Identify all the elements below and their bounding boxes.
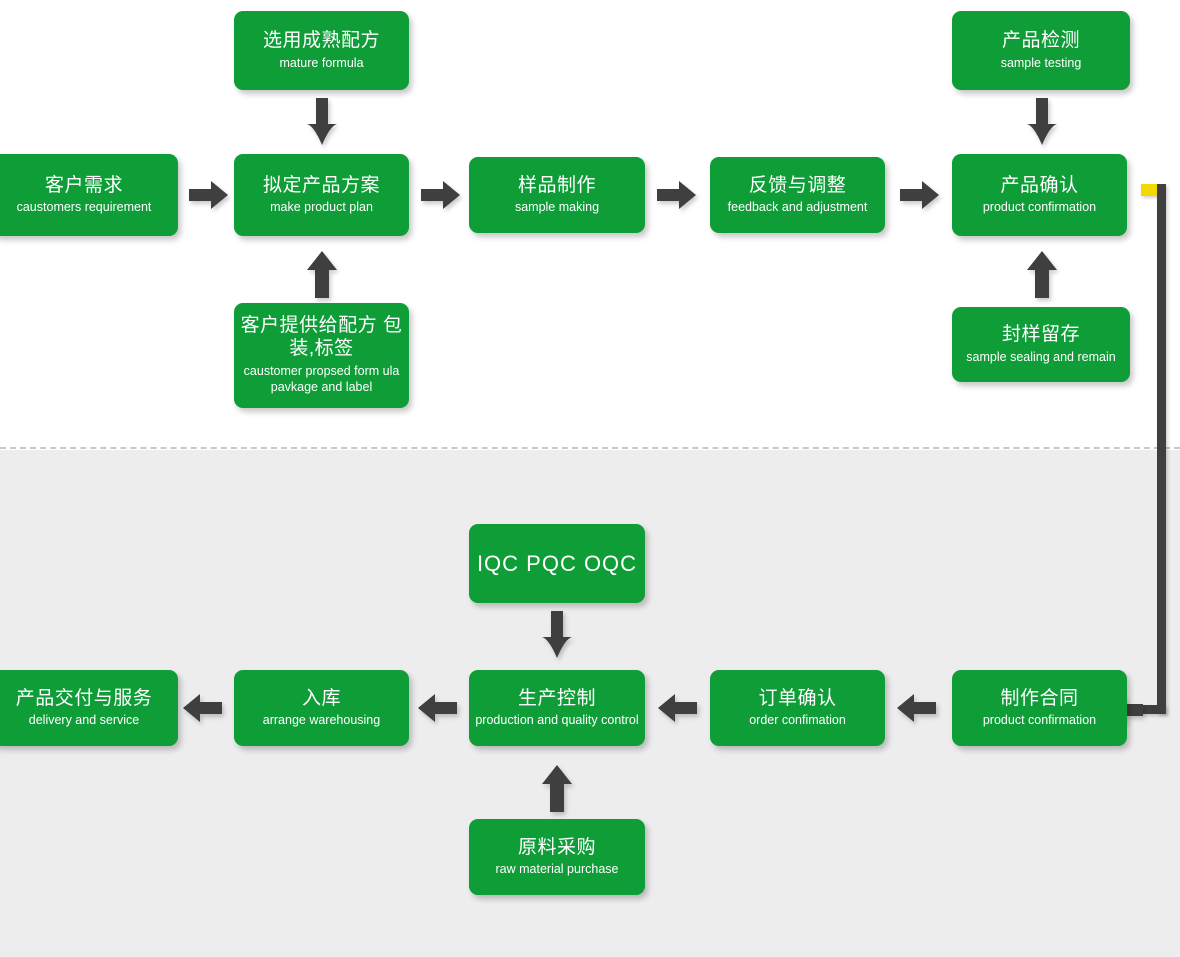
node-title-cn: 反馈与调整 [748, 174, 847, 196]
arrow-raw-material-to-production [541, 765, 573, 813]
arrow-feedback-to-confirmation [900, 180, 940, 210]
node-title-en: production and quality control [475, 713, 639, 728]
node-title-en: product confirmation [982, 200, 1097, 215]
node-title-en: sample making [514, 200, 600, 215]
node-title-cn: 客户提供给配方 包装,标签 [240, 315, 403, 359]
node-make-contract[interactable]: 制作合同 product confirmation [952, 670, 1127, 746]
node-title-cn: 选用成熟配方 [262, 30, 380, 52]
arrow-plan-to-sample [421, 180, 461, 210]
connector-horizontal-line [1140, 705, 1166, 714]
node-title-en: sample sealing and remain [966, 349, 1116, 364]
arrow-testing-to-confirmation [1026, 98, 1058, 146]
arrow-sample-to-feedback [657, 180, 697, 210]
node-sample-testing[interactable]: 产品检测 sample testing [952, 11, 1130, 90]
arrow-order-to-production [657, 693, 697, 723]
node-title-cn: 产品交付与服务 [15, 687, 153, 709]
node-title-cn: 原料采购 [517, 836, 596, 858]
node-make-product-plan[interactable]: 拟定产品方案 make product plan [234, 154, 409, 236]
node-title-cn: IQC PQC OQC [476, 550, 638, 576]
node-title-cn: 入库 [301, 687, 341, 709]
node-warehousing[interactable]: 入库 arrange warehousing [234, 670, 409, 746]
node-title-en: delivery and service [28, 713, 140, 728]
arrow-contract-to-order [896, 693, 936, 723]
node-title-cn: 产品确认 [1000, 174, 1079, 196]
node-title-cn: 样品制作 [517, 174, 596, 196]
arrow-customer-formula-to-plan [306, 251, 338, 299]
arrow-requirement-to-plan [189, 180, 229, 210]
node-title-en: make product plan [270, 200, 373, 215]
arrow-warehousing-to-delivery [182, 693, 222, 723]
node-title-cn: 拟定产品方案 [262, 174, 380, 196]
node-title-cn: 客户需求 [44, 174, 123, 196]
node-delivery-service[interactable]: 产品交付与服务 delivery and service [0, 670, 178, 746]
arrow-sealing-to-confirmation [1026, 251, 1058, 299]
node-title-cn: 制作合同 [1000, 687, 1079, 709]
arrow-iqc-to-production [541, 611, 573, 659]
node-product-confirmation[interactable]: 产品确认 product confirmation [952, 154, 1127, 236]
node-title-en: caustomer propsed form ula pavkage and l… [243, 364, 400, 395]
node-title-cn: 生产控制 [517, 687, 596, 709]
node-customer-formula[interactable]: 客户提供给配方 包装,标签 caustomer propsed form ula… [234, 303, 409, 408]
section-divider [0, 447, 1180, 449]
node-customer-requirement[interactable]: 客户需求 caustomers requirement [0, 154, 178, 236]
node-sample-making[interactable]: 样品制作 sample making [469, 157, 645, 233]
node-title-cn: 封样留存 [1001, 324, 1080, 346]
node-order-confirmation[interactable]: 订单确认 order confimation [710, 670, 885, 746]
node-title-en: raw material purchase [495, 862, 619, 877]
node-title-en: order confimation [749, 713, 846, 728]
node-raw-material[interactable]: 原料采购 raw material purchase [469, 819, 645, 895]
node-title-en: arrange warehousing [262, 713, 381, 728]
node-title-en: product confirmation [982, 713, 1097, 728]
node-mature-formula[interactable]: 选用成熟配方 mature formula [234, 11, 409, 90]
node-title-en: mature formula [279, 55, 364, 70]
arrow-formula-to-plan [306, 98, 338, 146]
node-sample-sealing[interactable]: 封样留存 sample sealing and remain [952, 307, 1130, 382]
arrow-production-to-warehousing [417, 693, 457, 723]
connector-vertical-line [1157, 184, 1166, 714]
node-title-en: sample testing [1000, 55, 1082, 70]
node-production-control[interactable]: 生产控制 production and quality control [469, 670, 645, 746]
node-title-cn: 订单确认 [758, 687, 837, 709]
node-title-en: feedback and adjustment [727, 200, 868, 215]
node-feedback-adjustment[interactable]: 反馈与调整 feedback and adjustment [710, 157, 885, 233]
node-title-en: caustomers requirement [16, 200, 152, 215]
node-iqc-pqc-oqc[interactable]: IQC PQC OQC [469, 524, 645, 603]
node-title-cn: 产品检测 [1001, 30, 1080, 52]
